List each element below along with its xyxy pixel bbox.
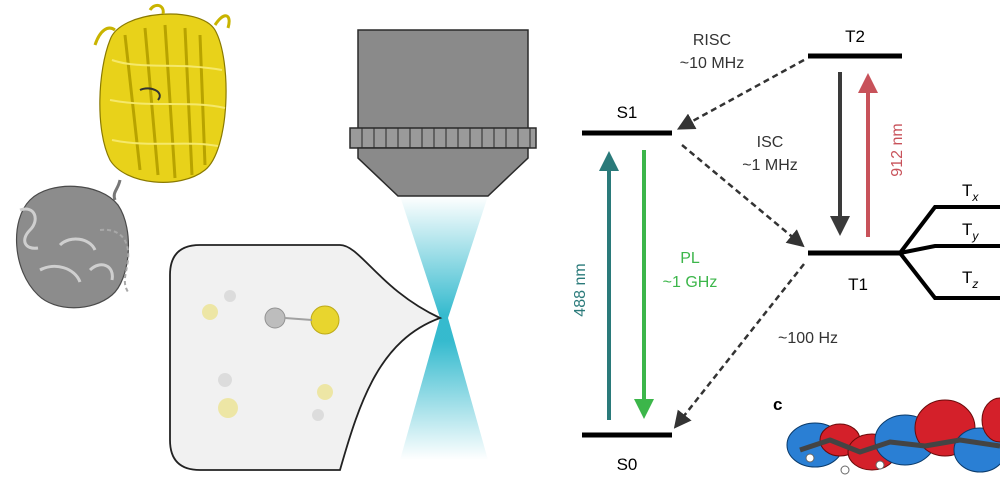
tx-label: Tx xyxy=(962,181,979,204)
tz-subscript: z xyxy=(971,277,978,291)
zero-field-splitting xyxy=(898,205,1000,300)
microscope-objective xyxy=(349,29,537,197)
s0-label: S0 xyxy=(617,455,638,474)
molecular-orbital-illustration xyxy=(786,397,1000,475)
risc-label: RISC xyxy=(693,32,731,49)
t1-s0-decay-arrow xyxy=(673,263,805,429)
risc-arrow xyxy=(676,58,805,130)
isc-rate-label: ~1 MHz xyxy=(742,157,798,174)
isc-label: ISC xyxy=(757,134,784,151)
risc-rate-label: ~10 MHz xyxy=(680,55,744,72)
pl-label: PL xyxy=(680,250,700,267)
ty-subscript: y xyxy=(971,229,979,243)
t1-label: T1 xyxy=(848,275,868,294)
tz-label: Tz xyxy=(962,268,978,291)
s1-label: S1 xyxy=(617,103,638,122)
beta-barrel-illustration xyxy=(93,3,231,183)
sample-bubble xyxy=(169,244,443,471)
decay-rate-label: ~100 Hz xyxy=(778,330,838,347)
gray-domain-illustration xyxy=(15,185,130,309)
isc-arrow xyxy=(681,144,805,248)
panel-label-c: c xyxy=(773,395,782,414)
excitation-wavelength-label: 488 nm xyxy=(572,263,589,316)
pl-rate-label: ~1 GHz xyxy=(663,274,718,291)
t1-t2-wavelength-label: 912 nm xyxy=(889,123,906,176)
ty-label: Ty xyxy=(962,220,979,243)
linker-illustration xyxy=(112,179,122,201)
tx-subscript: x xyxy=(971,190,979,204)
energy-diagram: S1 S0 T2 T1 Tx Ty Tz RISC ~10 MHz ISC ~1… xyxy=(572,27,1000,474)
protein-structure xyxy=(15,3,231,309)
laser-beam xyxy=(400,196,488,460)
t2-label: T2 xyxy=(845,27,865,46)
